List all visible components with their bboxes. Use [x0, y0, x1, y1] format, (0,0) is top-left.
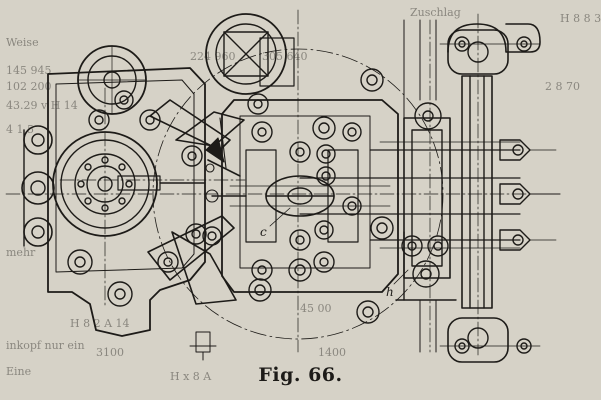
bolts-center — [202, 116, 394, 324]
bleed-text: Zuschlag — [410, 6, 461, 19]
bleed-text: 43.29 v H 14 — [6, 99, 78, 112]
bleed-text: H 8 8 3 H — [560, 12, 601, 25]
bleed-text: Weise — [6, 36, 39, 49]
left-housing — [21, 67, 206, 337]
frame-lines — [403, 19, 437, 353]
bleed-text: 305 640 — [262, 50, 308, 63]
bleed-text: Eine — [6, 365, 31, 378]
bleed-text: 3100 — [96, 346, 124, 359]
center-lines — [5, 9, 561, 356]
top-cover — [205, 13, 295, 95]
bleed-text: 145 945 — [6, 64, 52, 77]
top-left-cover — [77, 45, 147, 115]
bolts-left-lower — [67, 223, 207, 307]
left-gear — [52, 131, 206, 237]
bleed-text: 45 00 — [300, 302, 332, 315]
bleed-text: 1400 — [318, 346, 346, 359]
right-column — [395, 75, 493, 309]
figure-caption: Fig. 66. — [258, 364, 343, 386]
diagonal-arms — [147, 99, 245, 305]
bleed-text: H x 8 A — [170, 370, 212, 383]
bolts-top — [88, 68, 384, 167]
label-c-leader — [269, 207, 291, 227]
drain-fitting — [189, 331, 217, 361]
label-h: h — [386, 285, 394, 299]
label-h-leader — [393, 269, 409, 285]
bleed-text: 102 200 — [6, 80, 52, 93]
bleed-text: 2 8 70 — [545, 80, 580, 93]
valve-gear — [205, 117, 227, 203]
top-right-bearing — [439, 23, 541, 75]
bleed-text: H 8 2 A 14 — [70, 317, 130, 330]
central-body — [211, 99, 399, 293]
bleed-text: mehr — [6, 246, 36, 259]
pitch-circle — [152, 48, 444, 340]
bleed-text: 4 1 5 — [6, 123, 34, 136]
bleed-text: inkopf nur ein — [6, 339, 85, 352]
label-c: c — [260, 225, 267, 239]
bottom-right-bearing — [439, 317, 541, 363]
